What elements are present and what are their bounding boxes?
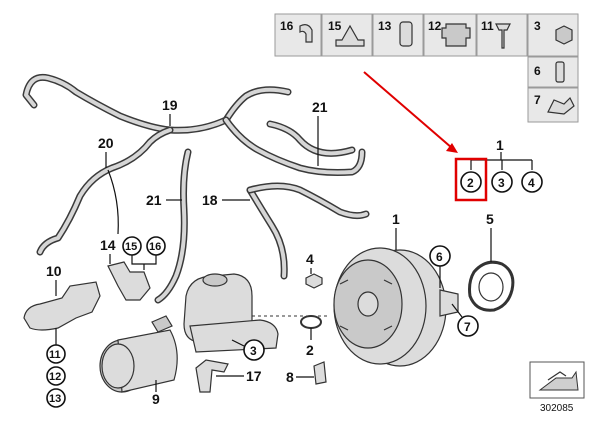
callout-8: 8: [286, 369, 294, 385]
nut-3-icon: [555, 25, 573, 45]
callout-2-circle: [460, 171, 482, 193]
callout-12: 12: [49, 371, 61, 383]
callout-12-circle: [46, 366, 66, 386]
callout-2-lower: 2: [306, 342, 314, 358]
legend-label-16: 16: [280, 19, 294, 33]
callout-1-booster: 1: [392, 211, 400, 227]
legend-cell-6: [527, 56, 579, 88]
callout-9: 9: [152, 391, 160, 407]
sleeve-13-icon: [399, 21, 413, 47]
highlight-box: [454, 157, 488, 202]
legend-label-15: 15: [328, 19, 342, 33]
hose-thin-20: [107, 169, 119, 235]
callout-13: 13: [49, 393, 61, 405]
grommet-4: [305, 273, 323, 289]
legend-label-11: 11: [481, 19, 494, 33]
legend-label-12: 12: [428, 19, 442, 33]
callout-1-bracket: [470, 152, 533, 170]
callout-3-lower-circle: [243, 339, 265, 361]
callout-13-circle: [46, 388, 66, 408]
callout-14: 14: [100, 237, 116, 253]
legend-label-13: 13: [378, 19, 392, 33]
callout-4-circle: [521, 171, 543, 193]
brake-booster-1: [333, 247, 459, 367]
callout-6: 6: [436, 250, 443, 264]
callout-17: 17: [246, 368, 262, 384]
callout-20: 20: [98, 135, 114, 151]
legend-cell-13: [372, 13, 424, 57]
sleeve-6-icon: [555, 61, 565, 83]
callout-1-top: 1: [496, 137, 504, 153]
callout-19: 19: [162, 97, 178, 113]
callout-21-top: 21: [312, 99, 328, 115]
bracket-10: [23, 281, 101, 331]
callout-3-lower: 3: [250, 344, 257, 358]
callout-15: 15: [125, 241, 137, 253]
callout-labels: 19 20 21 21 18 14 15 16 10 11 12 13 9: [46, 97, 494, 408]
grommet-12-icon: [441, 23, 471, 47]
callout-16: 16: [149, 241, 161, 253]
vacuum-line-18-down: [246, 186, 288, 280]
clip-16-icon: [299, 24, 313, 43]
screw-11-icon: [495, 23, 511, 49]
red-arrow-head-icon: [446, 143, 458, 153]
legend-cell-16: [274, 13, 322, 57]
vacuum-pump-9: [99, 315, 178, 393]
vacuum-lines: [22, 73, 370, 304]
legend-label-7: 7: [534, 93, 541, 107]
callout-21-left: 21: [146, 192, 162, 208]
bracket-17: [195, 359, 229, 393]
bracket-8: [313, 361, 327, 385]
callout-4-label: 4: [528, 176, 535, 190]
legend-label-3: 3: [534, 19, 541, 33]
callout-18: 18: [202, 192, 218, 208]
callout-10: 10: [46, 263, 62, 279]
vacuum-line-18: [246, 182, 370, 220]
callout-4-mid: 4: [306, 251, 314, 267]
red-arrow-line: [363, 71, 453, 149]
callout-2-label: 2: [467, 176, 474, 190]
clip-7-icon: [547, 96, 575, 115]
small-parts-legend: 16 15 13 12 11 3 6 7: [274, 13, 579, 123]
o-ring-2: [300, 315, 322, 329]
diagram-number: 302085: [540, 403, 574, 414]
callout-11: 11: [49, 349, 61, 361]
gasket-5: [468, 260, 515, 312]
bracket-14: [107, 261, 151, 301]
callout-3-circle: [491, 171, 513, 193]
callout-7-circle: [457, 315, 479, 337]
callout-5: 5: [486, 211, 494, 227]
callout-3-label: 3: [498, 176, 505, 190]
callout-11-circle: [46, 344, 66, 364]
legend-label-6: 6: [534, 64, 541, 78]
callout-group-1: 1 2 3 4: [454, 137, 543, 202]
diagram-id-box: 302085: [529, 361, 585, 414]
callout-7: 7: [464, 320, 471, 334]
clip-15-icon: [335, 24, 365, 47]
booster-thumbnail-icon: [538, 370, 579, 391]
